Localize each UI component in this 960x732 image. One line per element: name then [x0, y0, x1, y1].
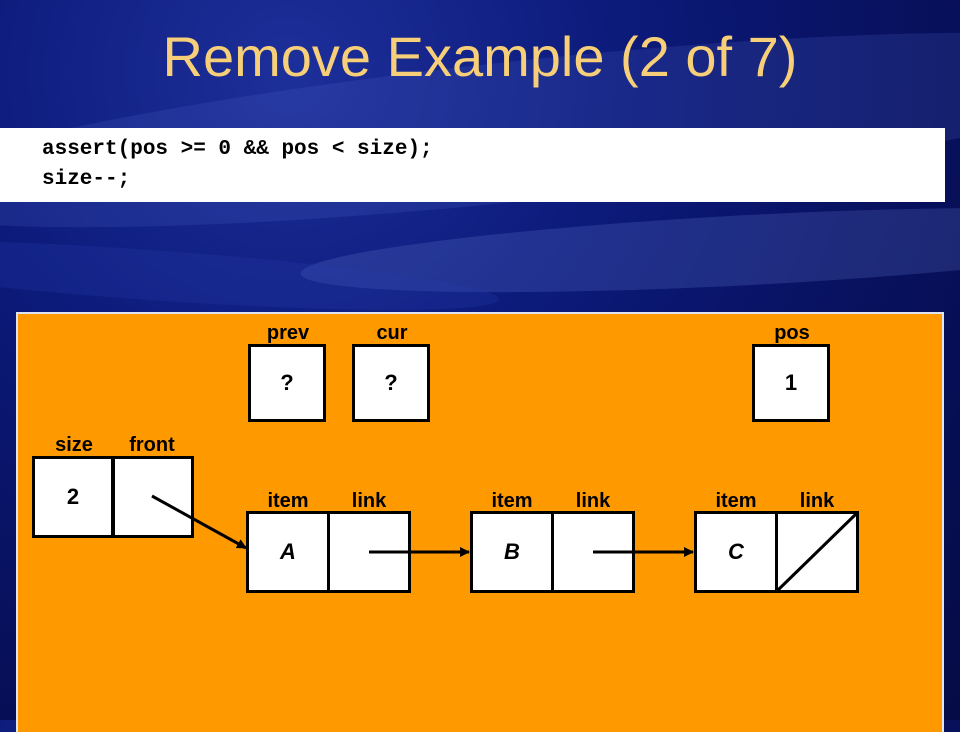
size-box: 2	[32, 456, 114, 538]
pos-box: 1	[752, 344, 830, 422]
slide-title: Remove Example (2 of 7)	[162, 25, 798, 88]
cur-label: cur	[376, 322, 408, 344]
pos-label: pos	[774, 322, 810, 344]
node-link-label: link	[575, 490, 611, 512]
node-item-box: A	[246, 511, 330, 593]
code-block: assert(pos >= 0 && pos < size); size--;	[0, 128, 945, 202]
prev-label: prev	[266, 322, 310, 344]
node-item-box: B	[470, 511, 554, 593]
code-line: assert(pos >= 0 && pos < size);	[42, 138, 433, 161]
node-link-label: link	[351, 490, 387, 512]
size-label: size	[55, 434, 93, 456]
node-item-box: C	[694, 511, 778, 593]
code-line: size--;	[42, 168, 131, 191]
prev-box: ?	[248, 344, 326, 422]
front-pointer-arrow	[151, 494, 247, 550]
node-item-label: item	[267, 490, 309, 512]
null-link-slash	[776, 512, 858, 592]
node-item-label: item	[491, 490, 533, 512]
node-item-label: item	[715, 490, 757, 512]
node-link-label: link	[799, 490, 835, 512]
front-label: front	[129, 434, 175, 456]
cur-box: ?	[352, 344, 430, 422]
